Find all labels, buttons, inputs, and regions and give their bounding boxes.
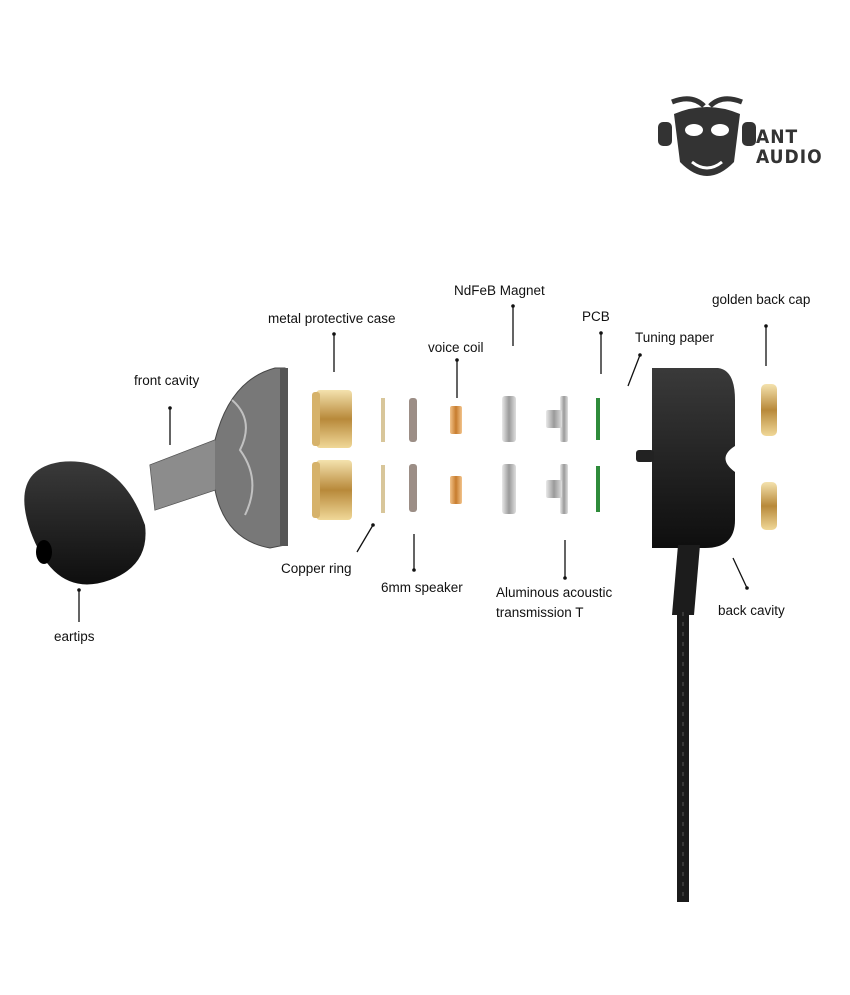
golden-back-cap [761, 384, 777, 530]
pcb [596, 398, 600, 512]
speaker-6mm [409, 398, 417, 512]
aluminous-transmission-t [546, 396, 568, 514]
front-cavity [149, 367, 288, 549]
brand-line1: ANT [756, 126, 799, 148]
label-pcb: PCB [582, 309, 610, 324]
brand-name: ANT AUDIO [756, 126, 823, 168]
label-golden-back-cap: golden back cap [712, 292, 811, 307]
label-tuning-paper: Tuning paper [635, 330, 715, 345]
eartip [24, 461, 146, 585]
label-voice-coil: voice coil [428, 340, 484, 355]
cable [672, 545, 700, 902]
label-ndfeb-magnet: NdFeB Magnet [454, 283, 545, 298]
voice-coil [450, 406, 462, 504]
ant-audio-logo [658, 96, 756, 176]
ndfeb-magnet [502, 396, 516, 514]
label-back-cavity: back cavity [718, 603, 785, 618]
label-eartips: eartips [54, 629, 95, 644]
label-copper-ring: Copper ring [281, 561, 352, 576]
label-6mm-speaker: 6mm speaker [381, 580, 463, 595]
copper-ring [381, 398, 385, 513]
back-cavity-housing [636, 368, 735, 548]
label-front-cavity: front cavity [134, 373, 200, 388]
metal-protective-case [312, 390, 352, 520]
brand-line2: AUDIO [756, 145, 823, 168]
label-aluminous-transmission: Aluminous acoustic transmission T [496, 585, 613, 620]
leader-lines [78, 306, 767, 622]
label-metal-protective-case: metal protective case [268, 311, 396, 326]
